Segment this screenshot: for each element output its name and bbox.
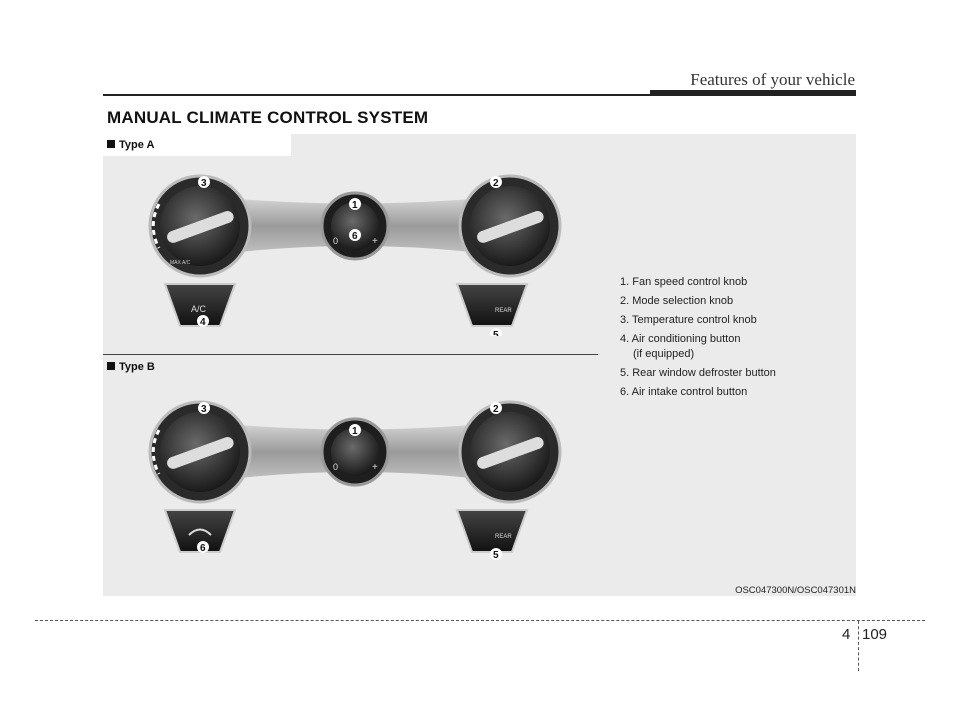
recirculation-icon <box>188 528 212 536</box>
mode-knob-grip <box>477 437 544 469</box>
mode-knob-grip <box>477 211 544 243</box>
fan-min-label: 0 <box>333 236 338 246</box>
number-1-text: 1 <box>352 200 358 211</box>
type-b-label: Type B <box>107 361 161 373</box>
number-1-text: 1 <box>352 426 358 437</box>
number-6-text: 6 <box>200 543 206 554</box>
page-number: 109 <box>862 626 888 643</box>
number-3-text: 3 <box>201 178 207 189</box>
legend-list: 1. Fan speed control knob 2. Mode select… <box>620 273 776 402</box>
number-badge-6 <box>349 229 361 241</box>
legend-item: 1. Fan speed control knob <box>620 276 748 288</box>
fan-max-label: + <box>372 236 378 247</box>
number-2-text: 2 <box>493 178 499 189</box>
number-badge-3 <box>198 176 210 188</box>
climate-panel-type-a: 0 + 1 6 3 2 MAX A/C A/C 4 REAR 5 <box>148 174 562 336</box>
header-section-title: Features of your vehicle <box>690 70 855 89</box>
legend-item: 2. Mode selection knob <box>620 295 734 307</box>
page-chapter: 4 <box>842 626 851 643</box>
fan-max-label: + <box>372 462 378 473</box>
page-title: MANUAL CLIMATE CONTROL SYSTEM <box>107 108 429 127</box>
number-5-text: 5 <box>493 550 499 561</box>
temperature-scale <box>151 203 161 249</box>
legend-item: 6. Air intake control button <box>620 386 748 398</box>
max-ac-label: MAX A/C <box>170 260 191 266</box>
rear-defroster-button[interactable] <box>455 283 529 327</box>
number-badge-1 <box>349 424 361 436</box>
number-6-text: 6 <box>352 231 358 242</box>
number-badge-6 <box>197 541 209 553</box>
air-intake-button[interactable] <box>163 509 237 553</box>
header-rule-tab <box>650 90 856 96</box>
temperature-knob-grip <box>167 211 234 243</box>
number-4-text: 4 <box>200 317 206 328</box>
fan-speed-knob-face <box>331 202 379 250</box>
type-a-label: Type A <box>107 139 161 151</box>
number-5-text: 5 <box>493 330 499 336</box>
ac-button-label: A/C <box>191 304 207 314</box>
footer-dashed-rule <box>35 620 925 621</box>
header-rule <box>103 94 856 96</box>
number-badge-2 <box>490 402 502 414</box>
ac-button[interactable] <box>163 283 237 327</box>
number-badge-4 <box>197 315 209 327</box>
number-badge-5 <box>490 328 502 336</box>
number-2-text: 2 <box>493 404 499 415</box>
climate-panel-type-b: 0 + 1 3 2 6 REAR 5 <box>148 400 562 561</box>
bullet-square-icon <box>107 140 115 148</box>
number-badge-1 <box>349 198 361 210</box>
number-badge-5 <box>490 548 502 560</box>
fan-speed-knob-face <box>331 428 379 476</box>
figure-code: OSC047300N/OSC047301N <box>735 585 856 596</box>
legend-item: 4. Air conditioning button <box>620 333 741 345</box>
rear-button-label: REAR <box>495 534 512 540</box>
number-badge-2 <box>490 176 502 188</box>
number-badge-3 <box>198 402 210 414</box>
number-3-text: 3 <box>201 404 207 415</box>
legend-item-note: (if equipped) <box>633 348 695 360</box>
rear-defroster-button[interactable] <box>455 509 529 553</box>
footer-dashed-divider <box>858 621 859 671</box>
legend-item: 5. Rear window defroster button <box>620 367 776 379</box>
bullet-square-icon <box>107 362 115 370</box>
temperature-scale <box>151 429 161 475</box>
type-divider <box>103 354 598 355</box>
rear-button-label: REAR <box>495 308 512 314</box>
legend-item: 3. Temperature control knob <box>620 314 757 326</box>
fan-min-label: 0 <box>333 462 338 472</box>
temperature-knob-grip <box>167 437 234 469</box>
